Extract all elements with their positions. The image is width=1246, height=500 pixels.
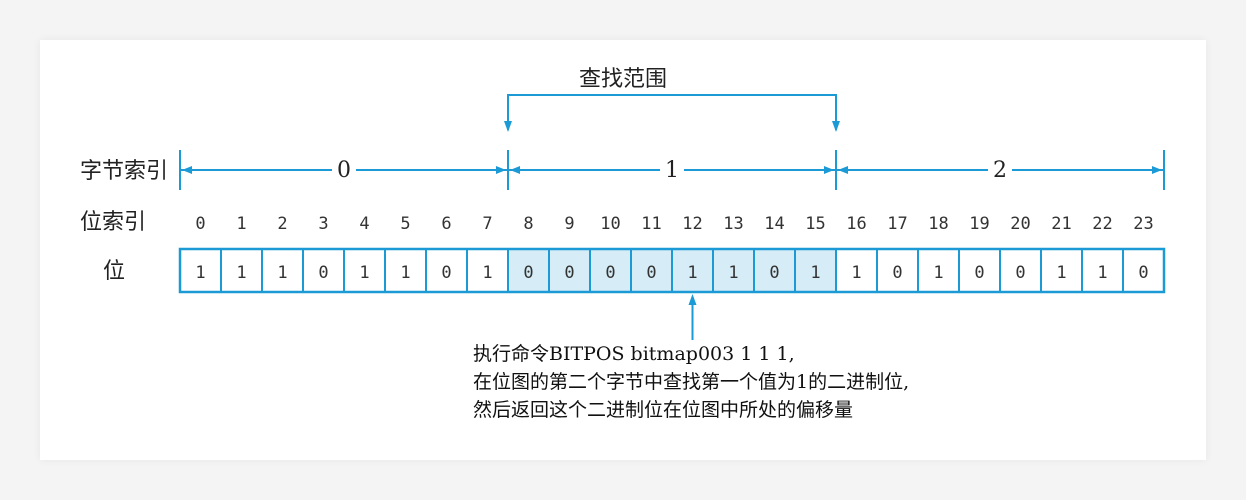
bit-index: 5 bbox=[400, 214, 410, 234]
bit-index: 3 bbox=[318, 214, 328, 234]
bit-index: 6 bbox=[441, 214, 451, 234]
bit-index: 16 bbox=[846, 214, 866, 234]
bit-value: 0 bbox=[605, 263, 615, 283]
bit-value: 0 bbox=[1138, 263, 1148, 283]
bit-index: 20 bbox=[1010, 214, 1030, 234]
caption-line: 在位图的第二个字节中查找第一个值为1的二进制位, bbox=[473, 371, 910, 393]
arrow-left-icon bbox=[838, 166, 848, 174]
bit-index: 21 bbox=[1051, 214, 1071, 234]
bit-value: 0 bbox=[646, 263, 656, 283]
bit-index: 19 bbox=[969, 214, 989, 234]
bit-value: 0 bbox=[523, 263, 533, 283]
bit-index: 23 bbox=[1133, 214, 1153, 234]
bit-cell bbox=[794, 248, 837, 293]
byte-index-label: 字节索引 bbox=[80, 159, 168, 184]
bit-index: 12 bbox=[682, 214, 702, 234]
bit-index: 22 bbox=[1092, 214, 1112, 234]
bit-index: 9 bbox=[564, 214, 574, 234]
bit-index: 8 bbox=[523, 214, 533, 234]
arrow-right-icon bbox=[824, 166, 834, 174]
bit-value: 0 bbox=[974, 263, 984, 283]
bit-index: 10 bbox=[600, 214, 620, 234]
bit-index: 15 bbox=[805, 214, 825, 234]
bit-value: 1 bbox=[482, 263, 492, 283]
arrow-right-icon bbox=[1152, 166, 1162, 174]
bit-cell bbox=[425, 248, 468, 293]
bit-value: 1 bbox=[810, 263, 820, 283]
arrow-left-icon bbox=[182, 166, 192, 174]
byte-index: 0 bbox=[337, 158, 351, 183]
bit-value: 1 bbox=[236, 263, 246, 283]
search-range-label: 查找范围 bbox=[579, 67, 667, 92]
bit-value: 1 bbox=[1097, 263, 1107, 283]
byte-index: 1 bbox=[665, 158, 679, 183]
bit-index-label: 位索引 bbox=[80, 210, 146, 235]
bit-index: 14 bbox=[764, 214, 784, 234]
bit-value: 1 bbox=[728, 263, 738, 283]
bit-value: 1 bbox=[400, 263, 410, 283]
bit-index: 7 bbox=[482, 214, 492, 234]
bit-value: 0 bbox=[441, 263, 451, 283]
arrow-right-icon bbox=[496, 166, 506, 174]
bit-index: 1 bbox=[236, 214, 246, 234]
caption: 执行命令BITPOS bitmap003 1 1 1, 在位图的第二个字节中查找… bbox=[473, 340, 909, 424]
arrow-left-icon bbox=[510, 166, 520, 174]
bit-index: 13 bbox=[723, 214, 743, 234]
bit-value: 1 bbox=[195, 263, 205, 283]
bit-cell bbox=[343, 248, 386, 293]
bit-value: 1 bbox=[277, 263, 287, 283]
bit-index: 11 bbox=[641, 214, 661, 234]
bit-value: 0 bbox=[318, 263, 328, 283]
arrow-down-icon bbox=[504, 121, 512, 132]
bit-index: 4 bbox=[359, 214, 369, 234]
caption-line: 然后返回这个二进制位在位图中所处的偏移量 bbox=[473, 399, 854, 421]
bit-value: 1 bbox=[851, 263, 861, 283]
caption-line: 执行命令BITPOS bitmap003 1 1 1, bbox=[473, 343, 795, 365]
bit-index: 18 bbox=[928, 214, 948, 234]
bit-index: 2 bbox=[277, 214, 287, 234]
bit-value: 1 bbox=[933, 263, 943, 283]
bit-cell bbox=[1122, 248, 1165, 293]
bit-value: 1 bbox=[1056, 263, 1066, 283]
bit-value: 0 bbox=[769, 263, 779, 283]
bit-value: 0 bbox=[564, 263, 574, 283]
bit-cell bbox=[835, 248, 878, 293]
bit-index: 0 bbox=[195, 214, 205, 234]
byte-index: 2 bbox=[993, 158, 1007, 183]
bit-cell bbox=[507, 248, 550, 293]
bit-value: 0 bbox=[892, 263, 902, 283]
bit-label: 位 bbox=[103, 259, 125, 284]
search-range-bracket bbox=[507, 94, 837, 130]
arrow-up-icon bbox=[688, 294, 697, 305]
arrow-down-icon bbox=[832, 121, 840, 132]
bit-value: 1 bbox=[687, 263, 697, 283]
bit-value: 0 bbox=[1015, 263, 1025, 283]
bit-cell bbox=[712, 248, 755, 293]
bit-index: 17 bbox=[887, 214, 907, 234]
bit-array-border bbox=[178, 247, 1166, 294]
bit-value: 1 bbox=[359, 263, 369, 283]
